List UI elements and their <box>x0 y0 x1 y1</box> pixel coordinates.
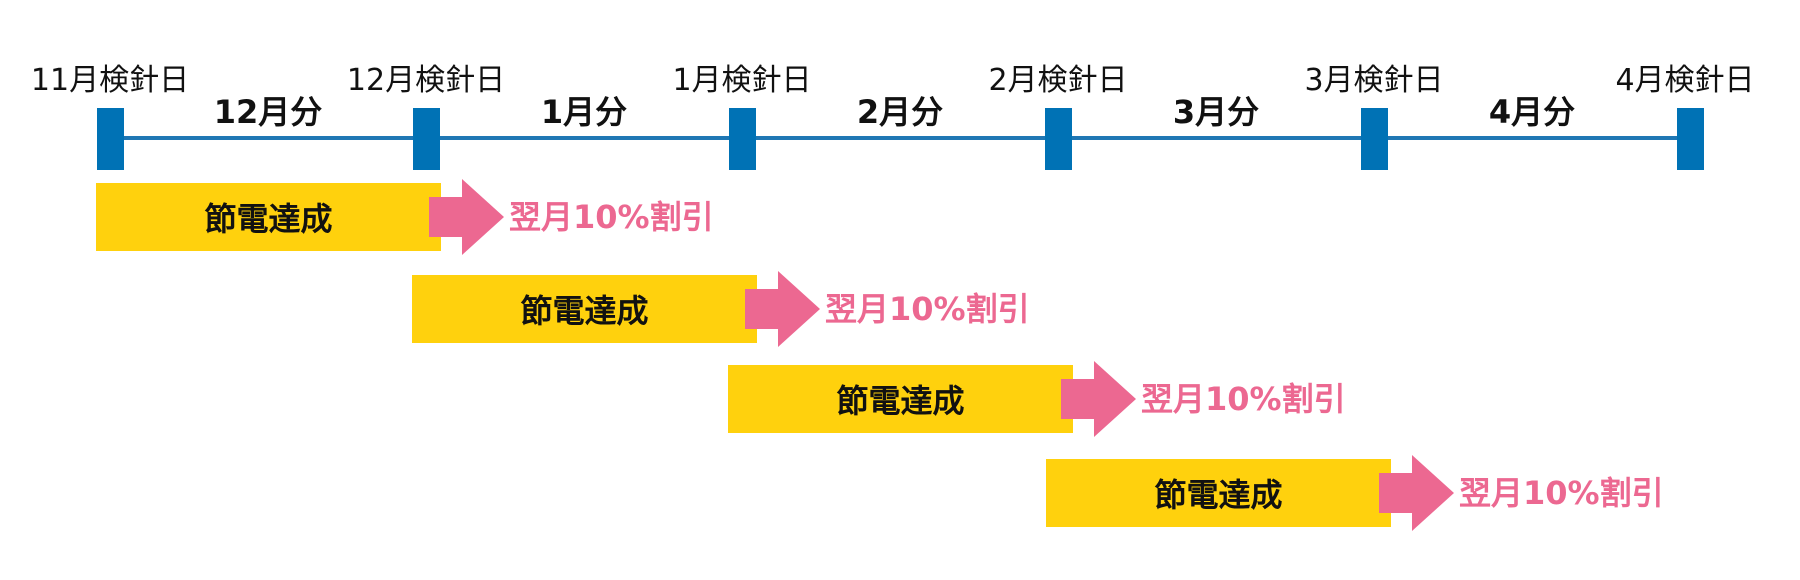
arrow-right-icon <box>1061 361 1136 437</box>
next-month-discount-label: 翌月10%割引 <box>825 290 1030 328</box>
meter-reading-date-label: 11月検針日 <box>30 63 190 98</box>
timeline-tick-marker <box>1045 108 1072 170</box>
timeline-axis <box>110 136 1690 140</box>
timeline-tick-marker <box>729 108 756 170</box>
billing-period-label: 1月分 <box>540 93 628 131</box>
meter-reading-date-label: 4月検針日 <box>1615 63 1755 98</box>
arrow-right-icon <box>429 179 504 255</box>
meter-reading-date-label: 3月検針日 <box>1304 63 1444 98</box>
timeline-tick-marker <box>1361 108 1388 170</box>
timeline-tick-marker <box>97 108 124 170</box>
meter-reading-date-label: 2月検針日 <box>988 63 1128 98</box>
next-month-discount-label: 翌月10%割引 <box>1141 380 1346 418</box>
arrow-right-icon <box>745 271 820 347</box>
billing-period-label: 4月分 <box>1488 93 1576 131</box>
power-saving-achieved-bar: 節電達成 <box>96 183 441 251</box>
next-month-discount-label: 翌月10%割引 <box>1459 474 1664 512</box>
meter-reading-date-label: 1月検針日 <box>672 63 812 98</box>
power-saving-achieved-bar: 節電達成 <box>412 275 757 343</box>
power-saving-achieved-bar: 節電達成 <box>728 365 1073 433</box>
billing-period-label: 2月分 <box>856 93 944 131</box>
power-saving-achieved-bar: 節電達成 <box>1046 459 1391 527</box>
timeline-tick-marker <box>413 108 440 170</box>
meter-reading-date-label: 12月検針日 <box>346 63 506 98</box>
arrow-right-icon <box>1379 455 1454 531</box>
next-month-discount-label: 翌月10%割引 <box>509 198 714 236</box>
billing-period-label: 3月分 <box>1172 93 1260 131</box>
timeline-tick-marker <box>1677 108 1704 170</box>
billing-period-label: 12月分 <box>213 93 323 131</box>
